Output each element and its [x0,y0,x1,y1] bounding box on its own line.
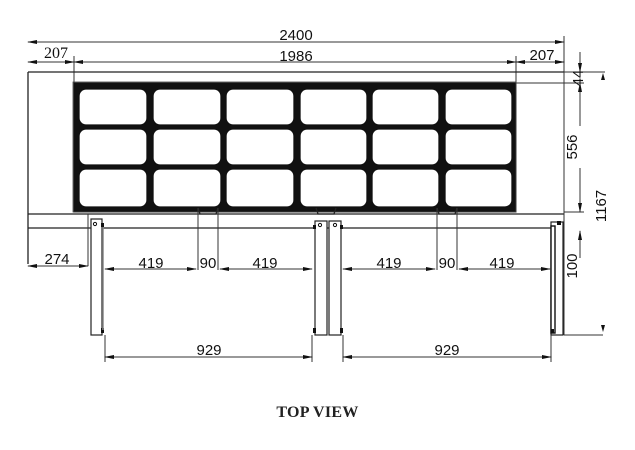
bracket-tabs [197,207,458,215]
dim-419-a2-label: 419 [252,255,277,272]
dim-leg-span-right: 929 [342,335,552,362]
dim-span-a1: 419 [104,255,197,272]
dim-span-a2: 419 [219,255,313,272]
gn-pan [299,88,368,126]
dim-1167-label: 1167 [593,190,610,222]
dim-207-left-label: 207 [44,45,68,62]
dim-span-b1: 419 [342,255,436,272]
cabinet-outline [27,71,565,335]
dim-inner-width: 1986 [73,48,517,84]
gn-pan [444,168,513,208]
dim-929-left-label: 929 [196,342,221,359]
door-center-left [313,220,328,336]
gn-pan [225,128,295,166]
gn-pan [78,168,148,208]
door-center-right [328,220,343,336]
gn-pan [444,128,513,166]
dim-gap-b: 90 [439,255,456,272]
dim-207-right-label: 207 [529,47,554,64]
extension-lines [87,208,458,270]
gn-pan [371,88,440,126]
gn-pan [225,168,295,208]
drawing-caption: TOP VIEW [276,404,359,421]
gn-pan [299,168,368,208]
dim-gap-a: 90 [200,255,217,272]
dim-2400-label: 2400 [279,27,312,44]
gn-pan [371,168,440,208]
dim-span-b2: 419 [458,255,551,272]
door-left [90,218,104,336]
dim-419-b2-label: 419 [489,255,514,272]
dim-100-label: 100 [564,253,581,278]
dim-419-a1-label: 419 [138,255,163,272]
dim-pan-depth: 556 [564,100,584,213]
dim-right-offset: 207 [515,47,565,64]
dim-90-a-label: 90 [200,255,217,272]
dim-90-b-label: 90 [439,255,456,272]
gn-pan [225,88,295,126]
dim-overall-depth: 1167 [593,190,610,222]
dim-left-leg-offset: 274 [27,251,89,268]
pan-frame [72,81,517,213]
dim-front-rail: 100 [564,230,605,336]
dim-419-b1-label: 419 [376,255,401,272]
dim-556-label: 556 [564,134,581,159]
dim-top-margin: 44 [516,52,605,103]
gn-pan [299,128,368,166]
dim-274-label: 274 [44,251,69,268]
dim-44-label: 44 [570,70,587,87]
gn-pan [444,88,513,126]
dim-929-right-label: 929 [434,342,459,359]
gn-pan [152,128,222,166]
gn-pan [371,128,440,166]
gn-pan [78,88,148,126]
gn-pan [152,168,222,208]
gn-pan [78,128,148,166]
gn-pan [152,88,222,126]
dim-1986-label: 1986 [279,48,312,65]
door-right [550,221,564,336]
dim-leg-span-left: 929 [104,335,313,362]
dim-left-offset: 207 [27,45,75,64]
